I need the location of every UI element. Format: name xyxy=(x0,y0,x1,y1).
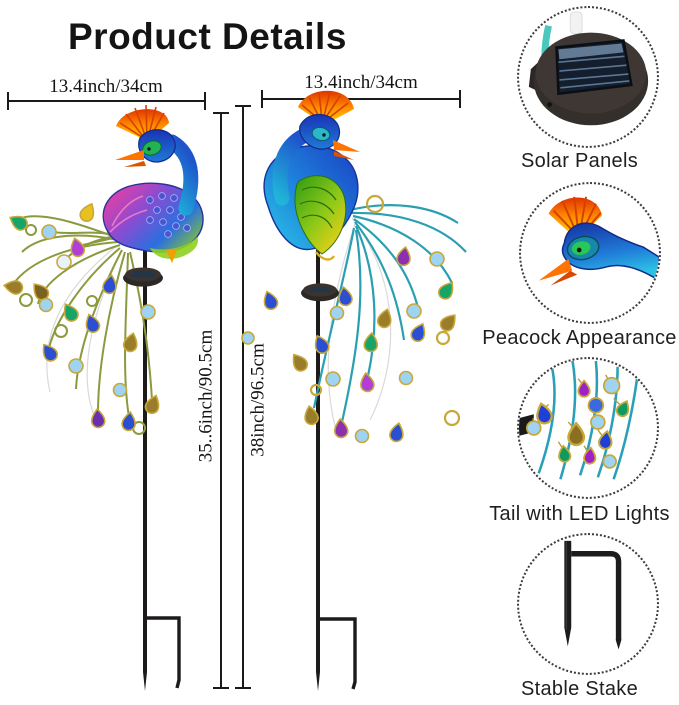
width-label-right: 13.4inch/34cm xyxy=(304,72,418,93)
height-label-right: 38inch/96.5cm xyxy=(247,343,268,457)
peacock-light-right xyxy=(241,90,467,691)
peacock-head-left xyxy=(115,104,199,216)
solar-panel-callout xyxy=(517,6,659,148)
peacock-head-right xyxy=(272,90,360,206)
solar-disc-left xyxy=(123,267,163,287)
width-dimension-right xyxy=(261,90,461,108)
feet-right xyxy=(315,251,335,261)
peacock-appearance-callout xyxy=(519,182,661,324)
tail-gems-right xyxy=(241,245,461,444)
tail-led-lights-icon xyxy=(519,359,639,480)
solar-disc-right xyxy=(301,283,339,302)
height-dimension-left xyxy=(213,112,229,689)
peacock-light-left xyxy=(2,104,204,691)
stable-stake-label: Stable Stake xyxy=(520,678,638,700)
feature-callouts: Solar Panels xyxy=(480,0,679,705)
page-title: Product Details xyxy=(68,16,347,57)
peacock-head-icon xyxy=(538,196,659,286)
feet-left xyxy=(166,250,177,263)
product-measurement-illustration: 13.4inch/34cm 13.4inch/34cm 35..6inch/90… xyxy=(2,72,467,691)
tail-led-callout xyxy=(517,357,659,499)
height-dimension-right xyxy=(235,105,251,689)
solar-panel-icon xyxy=(528,11,649,126)
tail-gems-left xyxy=(2,200,163,433)
solar-panels-label: Solar Panels xyxy=(521,150,638,172)
ground-stake-left xyxy=(143,250,181,691)
peacock-body-left xyxy=(102,182,204,263)
width-dimension-left xyxy=(7,92,206,110)
width-label-left: 13.4inch/34cm xyxy=(49,76,163,97)
stable-stake-icon xyxy=(564,540,622,650)
peacock-appearance-label: Peacock Appearance xyxy=(482,327,677,349)
tail-led-lights-label: Tail with LED Lights xyxy=(489,503,670,525)
ground-stake-right xyxy=(316,250,357,691)
beak-right xyxy=(333,140,360,152)
wing-right xyxy=(294,175,347,255)
eye-patch-right xyxy=(311,126,331,142)
beak-left xyxy=(115,150,144,160)
peacock-body-right xyxy=(263,145,359,261)
stable-stake-callout xyxy=(517,533,659,675)
led-string-wire xyxy=(46,244,123,421)
height-label-left: 35..6inch/90.5cm xyxy=(195,330,216,463)
